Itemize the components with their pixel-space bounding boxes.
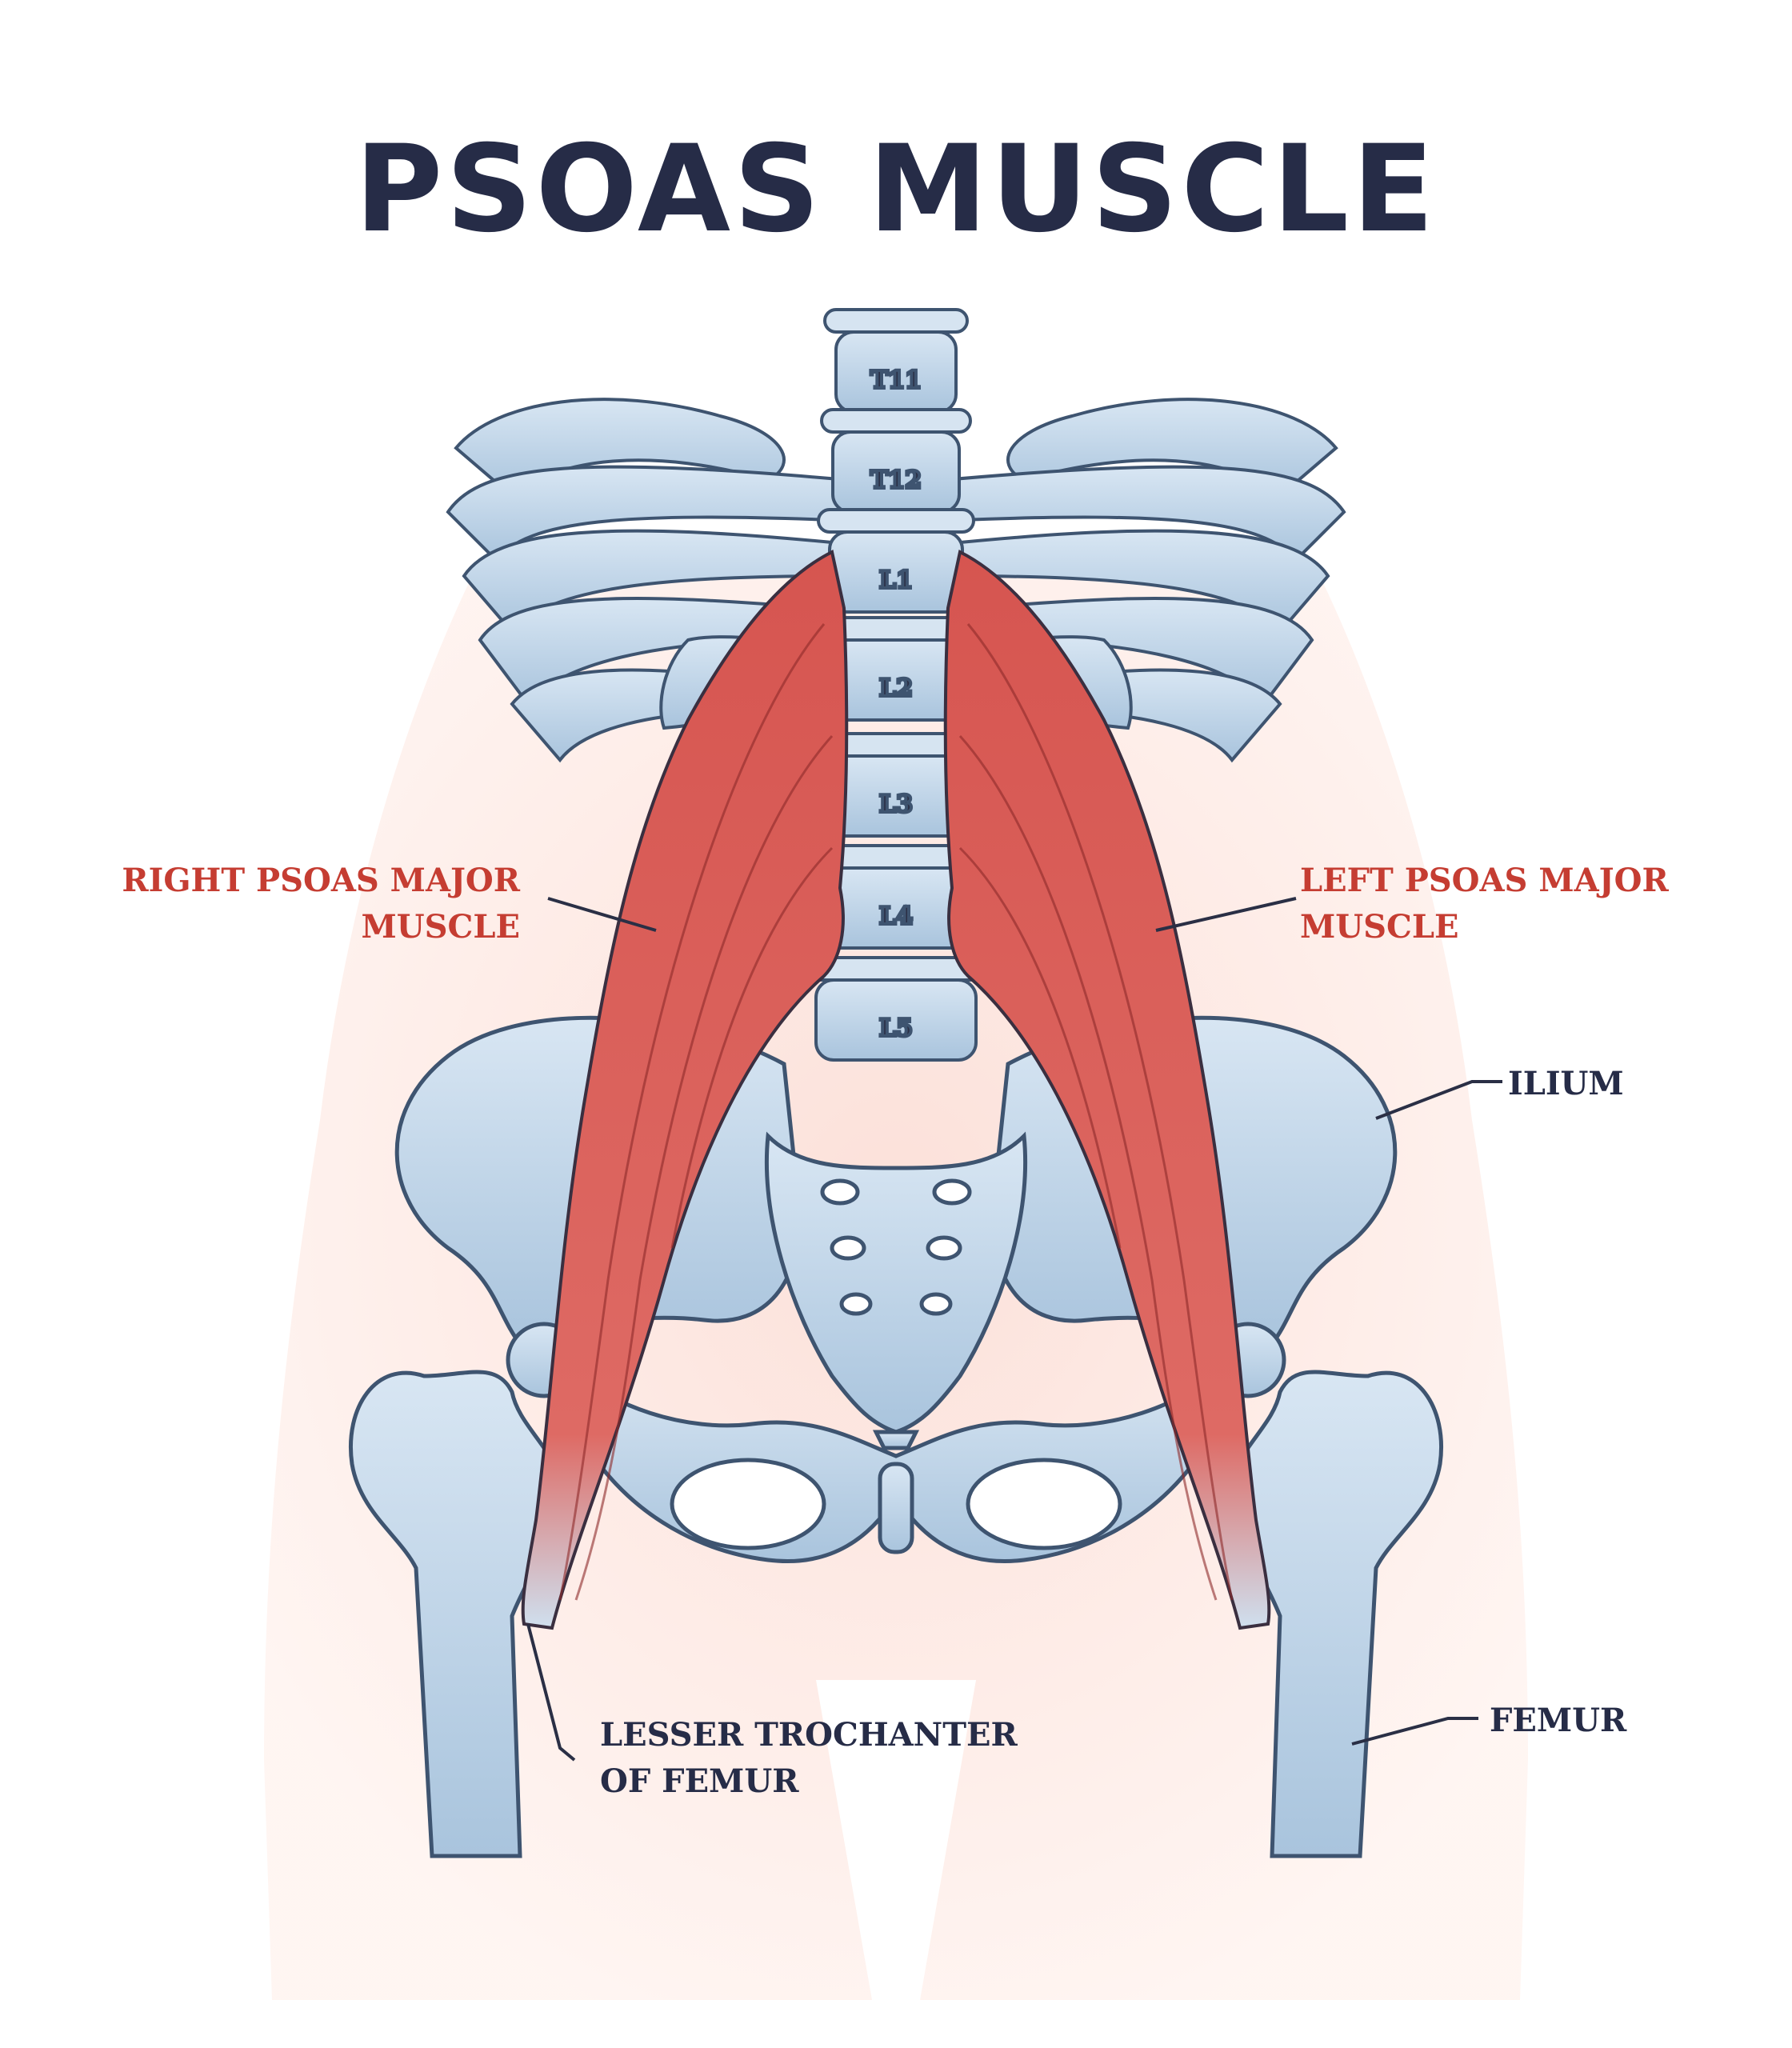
intervertebral-disc xyxy=(817,508,975,534)
vertebra-label-l2: L2 xyxy=(879,674,913,702)
lesser-trochanter-label: LESSER TROCHANTER OF FEMUR xyxy=(600,1716,1018,1800)
page-title: PSOAS MUSCLE xyxy=(354,120,1438,259)
vertebra-label-t11: T11 xyxy=(870,366,922,394)
left-psoas-leader xyxy=(1155,897,1297,932)
lesser-trochanter-leader xyxy=(526,1623,576,1762)
psoas-left-muscle xyxy=(943,550,1271,1630)
leader-lines xyxy=(526,897,1502,1762)
vertebra-l5 xyxy=(814,978,978,1062)
vertebra-label-t12: T12 xyxy=(870,466,922,494)
ilium-leader xyxy=(1375,1080,1502,1120)
right-psoas-label: RIGHT PSOAS MAJOR MUSCLE xyxy=(122,862,520,946)
psoas-muscles xyxy=(521,550,1271,1630)
psoas-right-muscle xyxy=(521,550,849,1630)
vertebra-label-l5: L5 xyxy=(879,1014,913,1042)
ilium-label: ILIUM xyxy=(1508,1065,1624,1102)
left-psoas-label: LEFT PSOAS MAJOR MUSCLE xyxy=(1300,862,1669,946)
femur-label: FEMUR xyxy=(1490,1702,1627,1739)
right-psoas-leader xyxy=(547,897,657,932)
sacrum xyxy=(764,1131,1028,1450)
vertebra-label-l1: L1 xyxy=(879,566,913,594)
intervertebral-disc xyxy=(820,408,972,434)
vertebra-label-l4: L4 xyxy=(879,902,913,930)
vertebra-label-l3: L3 xyxy=(879,790,913,818)
intervertebral-disc xyxy=(823,308,969,334)
femur-leader xyxy=(1351,1717,1478,1746)
